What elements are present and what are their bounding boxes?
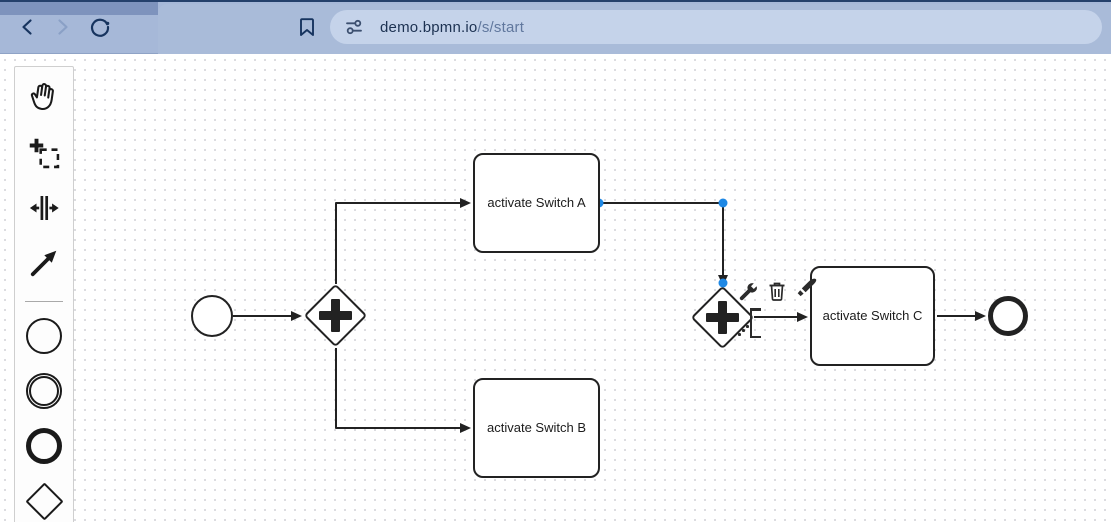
bookmarks-button[interactable] [293, 13, 321, 41]
address-bar[interactable]: demo.bpmn.io/s/start [330, 10, 1102, 44]
connect-arrow-icon [30, 250, 57, 276]
gateway-icon [24, 481, 64, 521]
task-activate-switch-b[interactable]: activate Switch B [473, 378, 600, 478]
delete-trash-icon[interactable] [765, 279, 789, 303]
space-tool-icon [29, 195, 59, 220]
bookmark-icon [300, 18, 314, 36]
palette-separator [25, 300, 63, 302]
set-color-brush-icon[interactable] [793, 276, 817, 300]
end-event-icon [26, 428, 62, 465]
start-event[interactable] [191, 295, 233, 337]
task-label: activate Switch B [487, 419, 586, 435]
lasso-tool[interactable] [23, 132, 65, 174]
browser-toolbar: demo.bpmn.io/s/start [0, 0, 1111, 54]
annotation-dot [742, 329, 745, 332]
annotation-dot [746, 325, 749, 328]
hand-icon [30, 83, 54, 110]
lasso-icon [29, 138, 60, 169]
window-top-edge [0, 0, 1111, 2]
forward-icon [58, 19, 68, 35]
url-domain: demo.bpmn.io [380, 18, 478, 36]
task-activate-switch-a[interactable]: activate Switch A [473, 153, 600, 253]
site-permissions-icon[interactable] [344, 17, 364, 37]
global-connect-tool[interactable] [23, 242, 65, 284]
reload-icon [91, 18, 110, 37]
reload-button[interactable] [86, 13, 114, 41]
change-type-wrench-icon[interactable] [736, 280, 760, 304]
hand-tool[interactable] [23, 77, 65, 119]
task-label: activate Switch C [822, 307, 923, 323]
task-label: activate Switch A [487, 194, 586, 210]
tool-palette [14, 66, 74, 522]
create-gateway[interactable] [23, 480, 65, 522]
text-annotation-bracket [750, 308, 761, 338]
create-intermediate-event[interactable] [23, 370, 65, 412]
create-start-event[interactable] [23, 316, 65, 358]
create-end-event[interactable] [23, 425, 65, 467]
space-tool[interactable] [23, 187, 65, 229]
forward-button[interactable] [48, 13, 76, 41]
tab-strip [0, 2, 158, 15]
append-text-annotation-icon[interactable] [735, 303, 767, 343]
start-event-icon [26, 318, 62, 355]
intermediate-event-icon [26, 373, 62, 410]
url-path: /s/start [477, 18, 525, 36]
back-icon [22, 19, 32, 35]
task-activate-switch-c[interactable]: activate Switch C [810, 266, 935, 366]
back-button[interactable] [14, 13, 42, 41]
end-event[interactable] [988, 296, 1028, 336]
annotation-dot [738, 333, 741, 336]
